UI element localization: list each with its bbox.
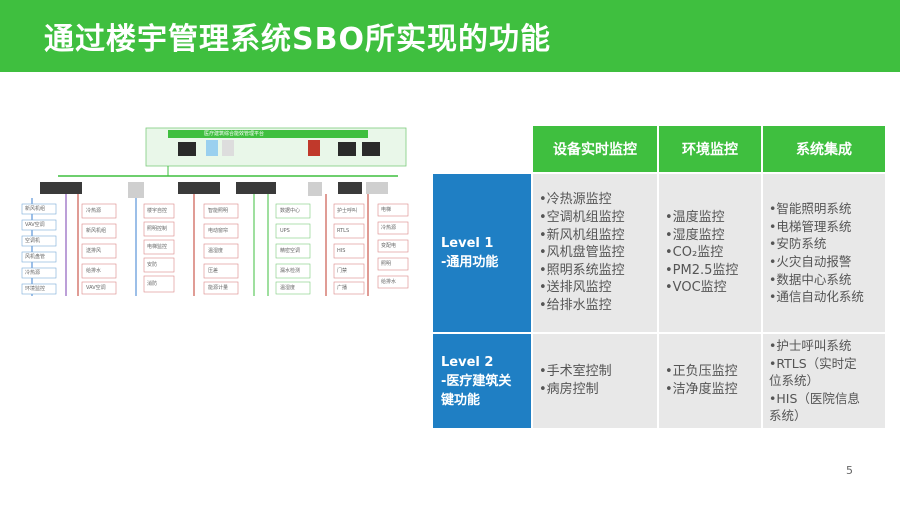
diagram-label: 楼宇自控: [147, 208, 168, 214]
list-item: •病房控制: [539, 382, 599, 397]
cell-level2-environment: •正负压监控 •洁净度监控: [659, 334, 761, 428]
list-item: 位系统）: [769, 373, 820, 389]
diagram-label: 广播: [337, 285, 348, 291]
diagram-label: 新风机组: [25, 206, 46, 212]
list-item: •电梯管理系统: [769, 218, 852, 234]
diagram-label: 冷热源: [86, 208, 102, 214]
diagram-label: VAV空调: [25, 222, 45, 228]
list-item: 系统）: [769, 408, 807, 424]
diagram-label: 新风机组: [86, 228, 107, 234]
diagram-label: 智能照明: [208, 208, 229, 214]
cell-level1-integration: •智能照明系统 •电梯管理系统 •安防系统 •火灾自动报警 •数据中心系统 •通…: [763, 174, 885, 332]
list-item: •RTLS（实时定: [769, 355, 857, 371]
diagram-label: 消防: [147, 281, 158, 287]
diagram-label: 数据中心: [280, 208, 301, 214]
diagram-label: 风机盘管: [25, 254, 46, 260]
row-header-level1: Level 1 -通用功能: [433, 174, 531, 332]
list-item: •通信自动化系统: [769, 289, 864, 305]
diagram-label: 门禁: [337, 268, 348, 274]
platform-label: 医疗建筑综合能效管理平台: [204, 131, 265, 137]
level2-desc-line1: -医疗建筑关: [441, 373, 512, 389]
list-item: •护士呼叫系统: [769, 338, 852, 354]
header-environment-monitoring: 环境监控: [659, 126, 761, 172]
level2-desc-line2: 键功能: [441, 392, 481, 408]
diagram-label: 给排水: [86, 268, 102, 274]
diagram-label: 电梯监控: [147, 244, 168, 250]
list-item: •HIS（医院信息: [769, 390, 860, 406]
diagram-label: 电动窗帘: [208, 228, 229, 234]
level2-label: Level 2: [441, 354, 494, 370]
list-item: •照明系统监控: [539, 262, 625, 278]
list-item: •空调机组监控: [539, 210, 625, 226]
diagram-label: 送排风: [86, 248, 102, 254]
diagram-label: HIS: [337, 248, 346, 254]
diagram-label: VAV空调: [86, 285, 106, 291]
level1-desc: -通用功能: [441, 255, 499, 270]
list-item: •正负压监控: [665, 364, 738, 380]
diagram-label: 空调机: [25, 238, 41, 244]
list-item: •VOC监控: [665, 280, 727, 296]
diagram-label: 温湿度: [208, 248, 224, 254]
list-item: •智能照明系统: [769, 201, 852, 217]
list-item: •给排水监控: [539, 297, 612, 313]
list-item: •PM2.5监控: [665, 262, 739, 278]
list-item: •温度监控: [665, 210, 725, 226]
list-item: •火灾自动报警: [769, 254, 852, 269]
diagram-label: 电梯: [381, 207, 392, 213]
architecture-diagram: 医疗建筑综合能效管理平台 新风机组 VAV空调 空调机 风机盘管 冷热源 环境监…: [18, 118, 418, 308]
list-item: •送排风监控: [539, 280, 612, 296]
diagram-label: 安防: [147, 262, 158, 268]
diagram-label: 冷热源: [25, 270, 41, 276]
list-item: •数据中心系统: [769, 271, 852, 287]
level1-label: Level 1: [441, 236, 494, 251]
list-item: •风机盘管监控: [539, 245, 625, 261]
list-item: •手术室控制: [539, 364, 612, 380]
diagram-label: 变配电: [381, 243, 397, 249]
list-item: •CO₂监控: [665, 245, 724, 261]
cell-level1-environment: •温度监控 •湿度监控 •CO₂监控 •PM2.5监控 •VOC监控: [659, 174, 761, 332]
cell-level2-integration: •护士呼叫系统 •RTLS（实时定 位系统） •HIS（医院信息 系统）: [763, 334, 885, 428]
slide-title: 通过楼宇管理系统SBO所实现的功能: [44, 22, 551, 57]
list-item: •冷热源监控: [539, 192, 612, 208]
page-number: 5: [846, 464, 853, 477]
diagram-label: 压差: [208, 268, 219, 274]
header-system-integration: 系统集成: [763, 126, 885, 172]
list-item: •安防系统: [769, 236, 827, 252]
diagram-label: 能源计量: [208, 285, 229, 291]
diagram-label: 照明: [381, 261, 392, 267]
diagram-label: 护士呼叫: [337, 208, 358, 214]
diagram-label: 环境监控: [25, 286, 46, 292]
title-bar: 通过楼宇管理系统SBO所实现的功能: [0, 0, 900, 72]
diagram-graphic: [21, 127, 409, 296]
diagram-label: 温湿度: [280, 285, 296, 291]
cell-level1-equipment: •冷热源监控 •空调机组监控 •新风机组监控 •风机盘管监控 •照明系统监控 •…: [533, 174, 657, 332]
list-item: •洁净度监控: [665, 382, 738, 397]
diagram-label: RTLS: [337, 228, 350, 234]
diagram-label: 给排水: [381, 279, 397, 285]
list-item: •湿度监控: [665, 227, 725, 243]
diagram-label: 漏水检测: [280, 268, 301, 274]
diagram-label: 冷热源: [381, 225, 397, 231]
list-item: •新风机组监控: [539, 227, 625, 243]
diagram-label: 精密空调: [280, 248, 301, 254]
row-header-level2: Level 2 -医疗建筑关 键功能: [433, 334, 531, 428]
cell-level2-equipment: •手术室控制 •病房控制: [533, 334, 657, 428]
diagram-label: 照明控制: [147, 226, 168, 232]
header-equipment-monitoring: 设备实时监控: [533, 126, 657, 172]
diagram-label: UPS: [280, 228, 290, 234]
